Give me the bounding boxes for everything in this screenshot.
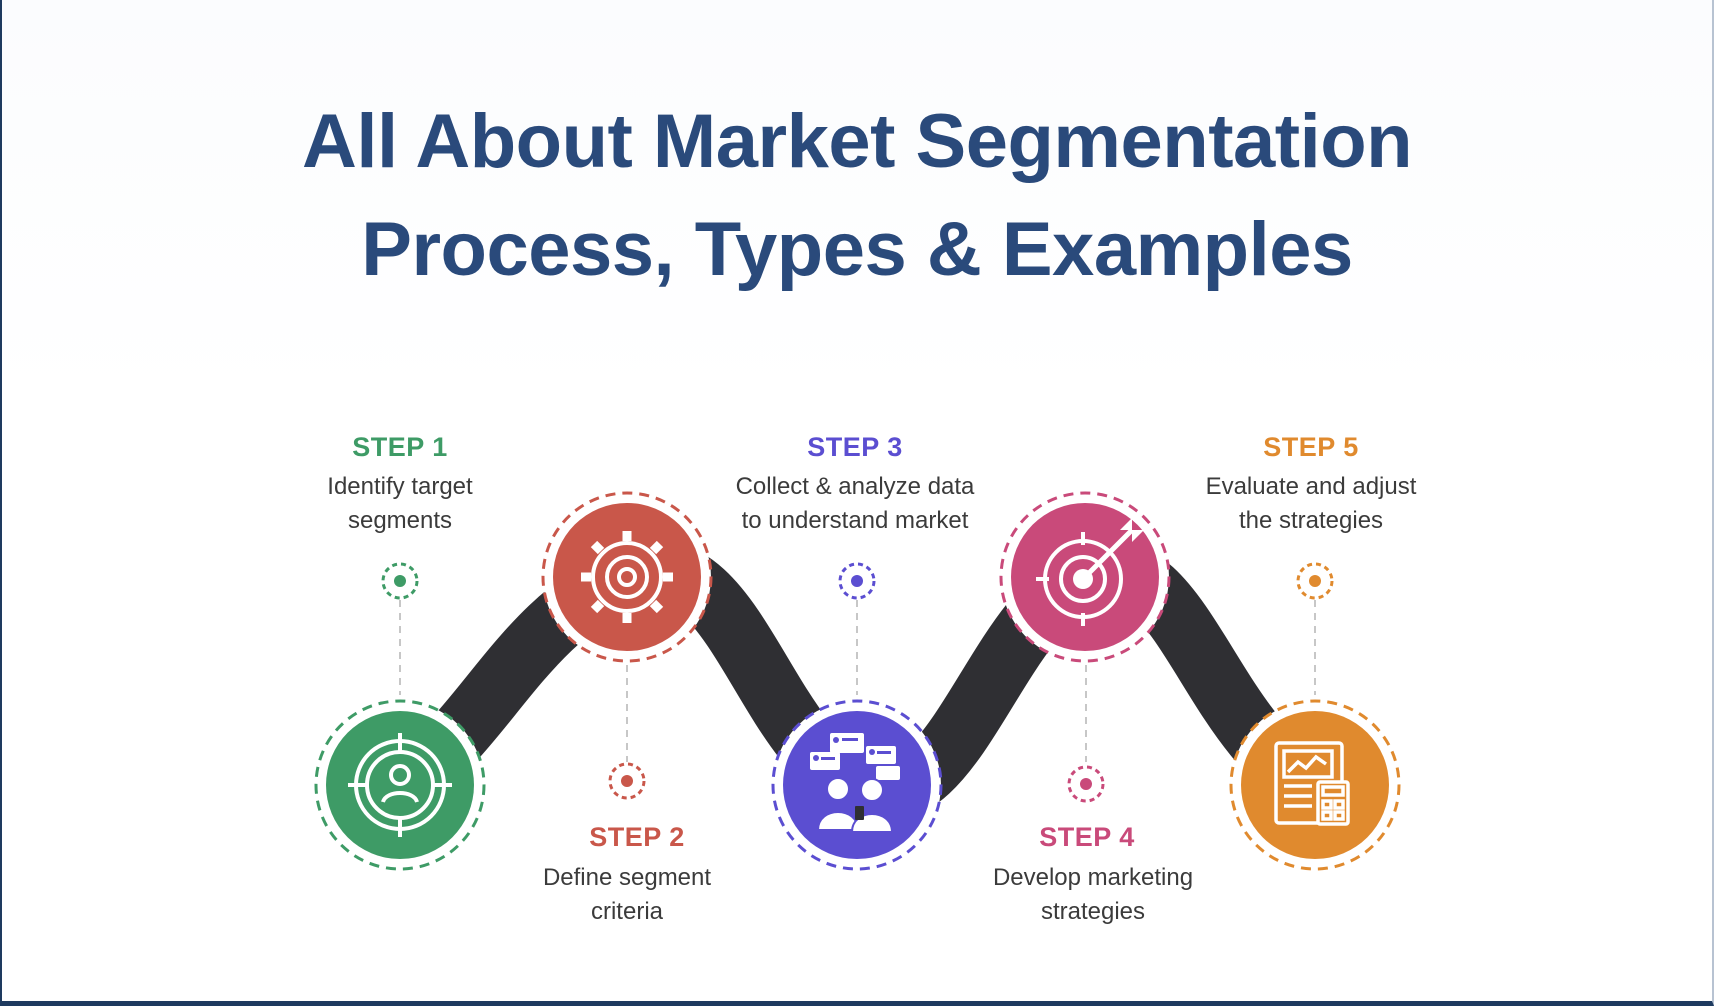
step-4-label: STEP 4: [1039, 822, 1135, 852]
marker-step-3: [838, 562, 876, 600]
connectors: [399, 600, 1316, 762]
step-4-description: Develop marketing strategies: [913, 861, 1273, 929]
step-5-description-line-1: Evaluate and adjust: [1205, 473, 1417, 500]
target-person-icon: [348, 733, 452, 837]
step-4-description-line-2: strategies: [1040, 898, 1146, 925]
step-3-description: Collect & analyze data to understand mar…: [675, 470, 1035, 538]
marker-step-2: [608, 762, 646, 800]
title-line-1: All About Market Segmentation: [301, 99, 1413, 184]
step-3-description-line-1: Collect & analyze data: [735, 473, 975, 500]
step-3-circle: [771, 699, 943, 871]
step-2-label: STEP 2: [589, 822, 685, 852]
step-1-description: Identify target segments: [220, 470, 580, 538]
step-4-description-line-1: Develop marketing: [992, 864, 1194, 891]
step-2-description: Define segment criteria: [447, 861, 807, 929]
marker-step-4: [1067, 765, 1105, 803]
step-1-description-line-1: Identify target: [327, 473, 473, 500]
step-1-label: STEP 1: [352, 432, 448, 462]
step-5-circle: [1229, 699, 1401, 871]
marker-step-1: [381, 562, 419, 600]
step-2-circle: [541, 491, 713, 663]
step-3-label: STEP 3: [807, 432, 903, 462]
people-analyzing-data-icon: [810, 733, 900, 833]
report-calculator-icon: [1274, 741, 1350, 826]
step-5-label: STEP 5: [1263, 432, 1359, 462]
step-1-description-line-2: segments: [347, 507, 453, 534]
step-2-description-line-1: Define segment: [542, 864, 712, 891]
target-arrow-icon: [1036, 518, 1144, 626]
step-3-description-line-2: to understand market: [741, 507, 969, 534]
step-4-circle: [999, 491, 1171, 663]
step-1-circle: [314, 699, 486, 871]
step-2-description-line-2: criteria: [590, 898, 663, 925]
title-line-2: Process, Types & Examples: [361, 207, 1353, 292]
step-5-description: Evaluate and adjust the strategies: [1131, 470, 1491, 538]
gear-target-icon: [581, 531, 673, 623]
step-5-description-line-2: the strategies: [1238, 507, 1384, 534]
marker-step-5: [1296, 562, 1334, 600]
